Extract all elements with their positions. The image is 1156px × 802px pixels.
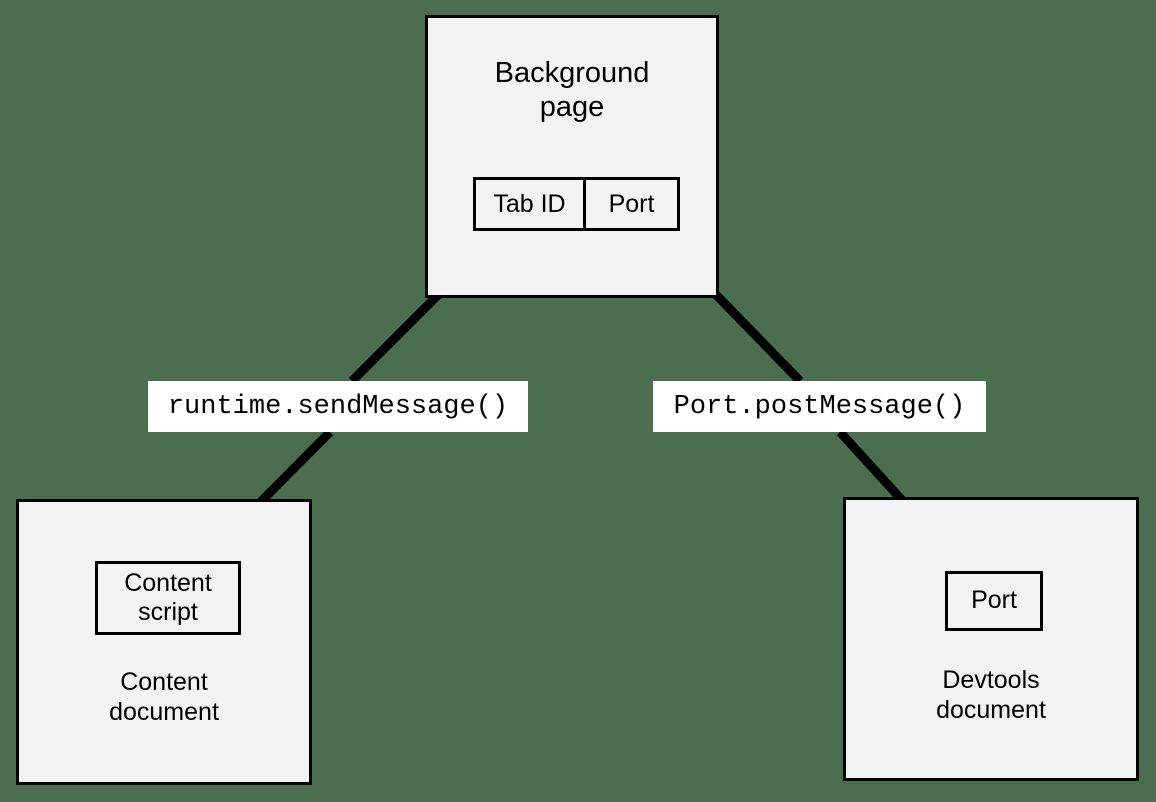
background-page-title: Background page bbox=[494, 57, 650, 124]
registry-column-port: Port bbox=[608, 189, 655, 218]
background-page-box: Background page Tab ID Port bbox=[425, 15, 719, 298]
label-runtime-send-message: runtime.sendMessage() bbox=[148, 381, 528, 432]
registry-column-tab-id: Tab ID bbox=[476, 180, 586, 228]
devtools-document-caption: Devtools document bbox=[936, 666, 1046, 724]
devtools-document-box: Port Devtools document bbox=[843, 497, 1139, 781]
content-script-box: Content script bbox=[95, 561, 241, 635]
content-document-box: Content script Content document bbox=[16, 499, 312, 785]
tab-port-registry-table: Tab ID Port bbox=[473, 177, 680, 231]
content-document-caption: Content document bbox=[109, 668, 219, 726]
label-port-post-message: Port.postMessage() bbox=[653, 381, 986, 432]
devtools-port-box: Port bbox=[945, 571, 1043, 631]
